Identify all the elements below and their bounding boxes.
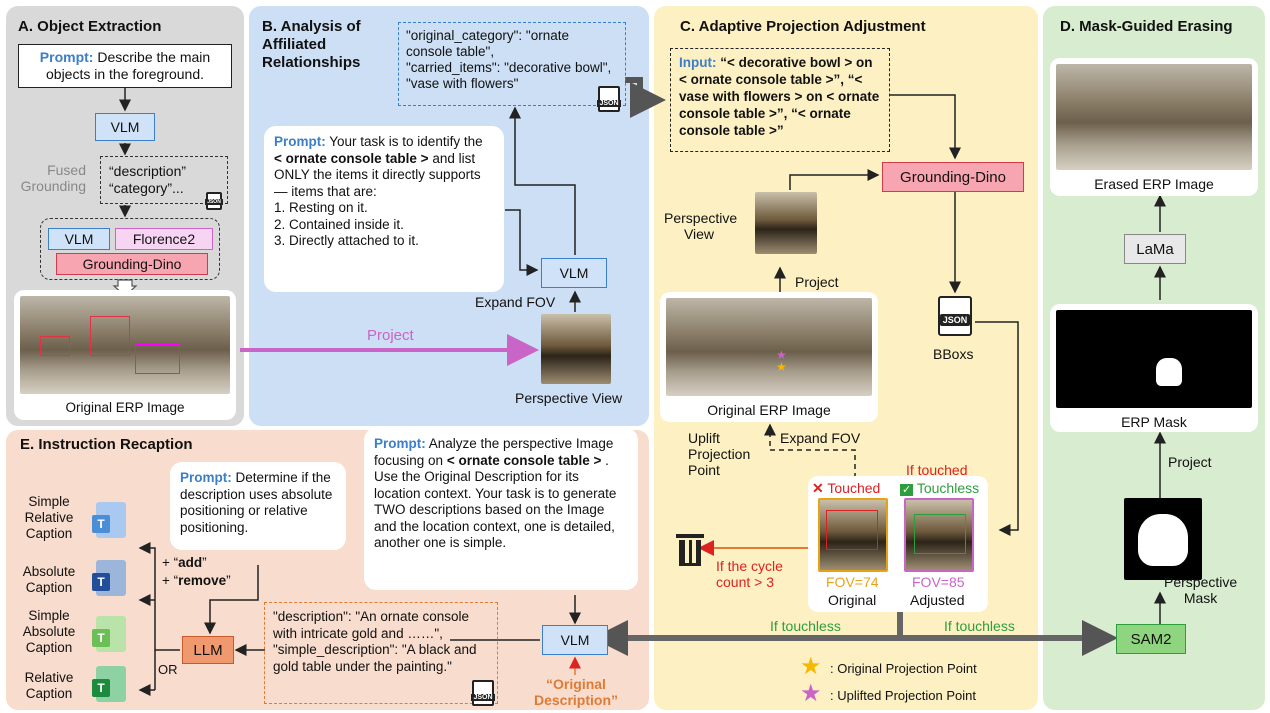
star-original-icon: ★	[800, 653, 822, 680]
panel-a-title: A. Object Extraction	[18, 18, 162, 35]
perspective-mask-image	[1124, 498, 1202, 580]
trash-icon	[676, 534, 704, 566]
expand-fov-label-c: Expand FOV	[780, 430, 861, 446]
adjusted-fov-image	[904, 498, 974, 572]
bboxs-label: BBoxs	[933, 346, 974, 362]
doc-icon-light-green: T	[92, 616, 126, 652]
legend-uplifted-text: : Uplifted Projection Point	[830, 688, 976, 703]
vlm-box-b: VLM	[541, 258, 607, 288]
description-json-box: “description” “category”...	[100, 156, 228, 204]
llm-box: LLM	[182, 636, 234, 664]
object-extraction-prompt: Prompt: Describe the main objects in the…	[18, 44, 232, 88]
erased-erp-caption: Erased ERP Image	[1094, 176, 1214, 192]
expand-fov-label-b: Expand FOV	[475, 294, 556, 310]
original-fov-image	[818, 498, 888, 572]
perspective-view-label-c: Perspective View	[664, 210, 738, 242]
recaption-json-box: "description": "An ornate console with i…	[264, 602, 498, 704]
json-file-icon: JSON	[205, 192, 223, 210]
perspective-view-caption-b: Perspective View	[515, 390, 623, 406]
fov-original-value: FOV=74	[826, 574, 879, 590]
erp-mask-image	[1056, 310, 1252, 408]
sam2-box: SAM2	[1116, 624, 1186, 654]
project-label-d: Project	[1168, 454, 1212, 470]
grounding-dino-box-c: Grounding-Dino	[882, 162, 1024, 192]
caption-simple-absolute: Simple Absolute Caption	[22, 608, 76, 655]
caption-simple-relative: Simple Relative Caption	[24, 494, 74, 541]
cycle-count-label: If the cycle count > 3	[716, 558, 783, 590]
perspective-view-image-c	[755, 192, 817, 254]
lama-box: LaMa	[1124, 234, 1186, 264]
erp-mask-caption: ERP Mask	[1121, 414, 1187, 430]
add-token: + “add”	[162, 555, 207, 570]
original-description-label: “Original Description”	[533, 676, 618, 708]
original-label: Original	[828, 592, 877, 608]
doc-icon-light-blue: T	[92, 502, 126, 538]
affiliation-prompt-bubble: Prompt: Your task is to identify the < o…	[264, 126, 504, 292]
panel-d-title: D. Mask-Guided Erasing	[1060, 18, 1233, 35]
caption-relative: Relative Caption	[24, 670, 74, 701]
recaption-prompt-bubble: Prompt: Analyze the perspective Image fo…	[364, 428, 638, 590]
fused-grounding-box	[40, 218, 220, 280]
doc-icon-dark-green: T	[92, 666, 126, 702]
original-erp-image-c: ★ ★	[666, 298, 872, 396]
touched-label: ✕ Touched	[812, 480, 881, 496]
affiliation-json-box: "original_category": "ornate console tab…	[398, 22, 626, 106]
fov-adjusted-value: FOV=85	[912, 574, 965, 590]
project-label-c: Project	[795, 274, 839, 290]
adjusted-label: Adjusted	[910, 592, 965, 608]
star-uplifted-icon: ★	[800, 680, 822, 707]
json-bbox-icon: JSON	[938, 296, 972, 336]
project-label: Project	[367, 327, 414, 344]
doc-icon-dark-blue: T	[92, 560, 126, 596]
vlm-box-fused: VLM	[48, 228, 110, 250]
erased-erp-image	[1056, 64, 1252, 170]
fused-grounding-label: Fused Grounding	[20, 162, 86, 194]
if-touchless-left: If touchless	[770, 618, 841, 634]
florence2-box: Florence2	[115, 228, 213, 250]
grounding-dino-box-a: Grounding-Dino	[56, 253, 208, 275]
panel-e-title: E. Instruction Recaption	[20, 436, 193, 453]
erp-caption-a: Original ERP Image	[65, 400, 185, 415]
perspective-view-image-b	[541, 314, 611, 384]
vlm-box-a: VLM	[95, 113, 155, 141]
uplift-projection-label: Uplift Projection Point	[688, 430, 751, 478]
original-erp-image-a	[20, 296, 230, 394]
panel-c-title: C. Adaptive Projection Adjustment	[680, 18, 926, 35]
erp-caption-c: Original ERP Image	[707, 402, 831, 418]
grounding-input-box: Input: “< decorative bowl > on < ornate …	[670, 48, 890, 152]
if-touchless-right: If touchless	[944, 618, 1015, 634]
vlm-box-e: VLM	[542, 625, 608, 655]
remove-token: + “remove”	[162, 573, 231, 588]
perspective-mask-label: Perspective Mask	[1164, 574, 1238, 606]
json-file-icon: JSON	[471, 680, 495, 706]
json-file-icon: JSON	[597, 86, 621, 112]
if-touched-label: If touched	[906, 462, 968, 478]
caption-absolute: Absolute Caption	[22, 564, 76, 595]
or-label: OR	[158, 662, 178, 677]
legend-original-text: : Original Projection Point	[830, 661, 977, 676]
touchless-label: ✓ Touchless	[900, 480, 980, 496]
positioning-prompt-bubble: Prompt: Determine if the description use…	[170, 462, 346, 550]
